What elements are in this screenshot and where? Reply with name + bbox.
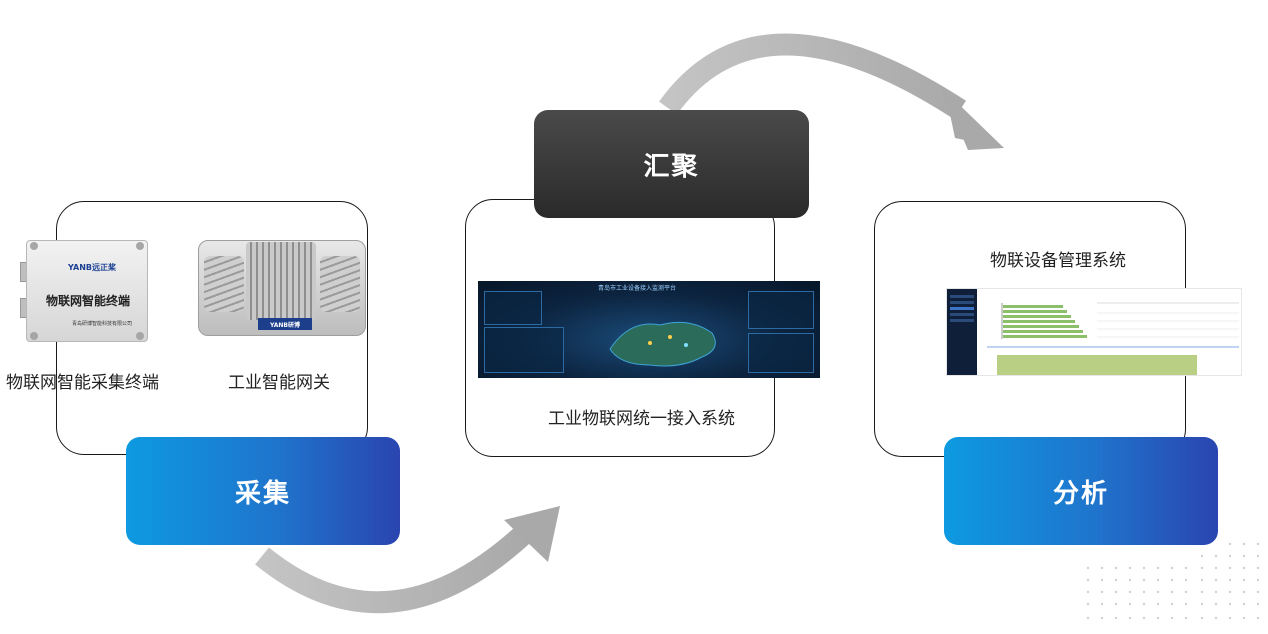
access-system-dashboard-image: 青岛市工业设备接入监测平台	[478, 281, 820, 378]
iot-terminal-image: YANB远正桨 物联网智能终端 青岛研博智能科技有限公司	[20, 236, 154, 344]
terminal-brand: YANB远正桨	[68, 263, 117, 272]
stage-analyze-label: 分析	[944, 437, 1218, 545]
terminal-company: 青岛研博智能科技有限公司	[72, 321, 133, 327]
dashboard-title: 青岛市工业设备接入监测平台	[598, 285, 677, 292]
device-management-screenshot	[946, 288, 1242, 376]
stage-aggregate-label: 汇聚	[534, 110, 809, 218]
management-charts	[987, 302, 1239, 375]
arrow-head-bottom	[504, 506, 560, 562]
decorative-dot-grid	[1086, 542, 1260, 620]
dashboard-map	[609, 321, 716, 367]
terminal-device-title: 物联网智能终端	[46, 294, 131, 308]
stage-collect-label: 采集	[126, 437, 400, 545]
industrial-gateway-image: YANB研博	[194, 236, 370, 342]
device-management-caption: 物联设备管理系统	[990, 251, 1126, 271]
arrow-aggregate-to-analyze	[659, 33, 966, 120]
access-system-caption: 工业物联网统一接入系统	[548, 409, 735, 429]
gateway-caption: 工业智能网关	[228, 373, 330, 393]
gateway-brand: YANB研博	[258, 318, 312, 330]
terminal-caption: 物联网智能采集终端	[6, 373, 159, 393]
arrow-collect-to-aggregate	[255, 521, 536, 614]
